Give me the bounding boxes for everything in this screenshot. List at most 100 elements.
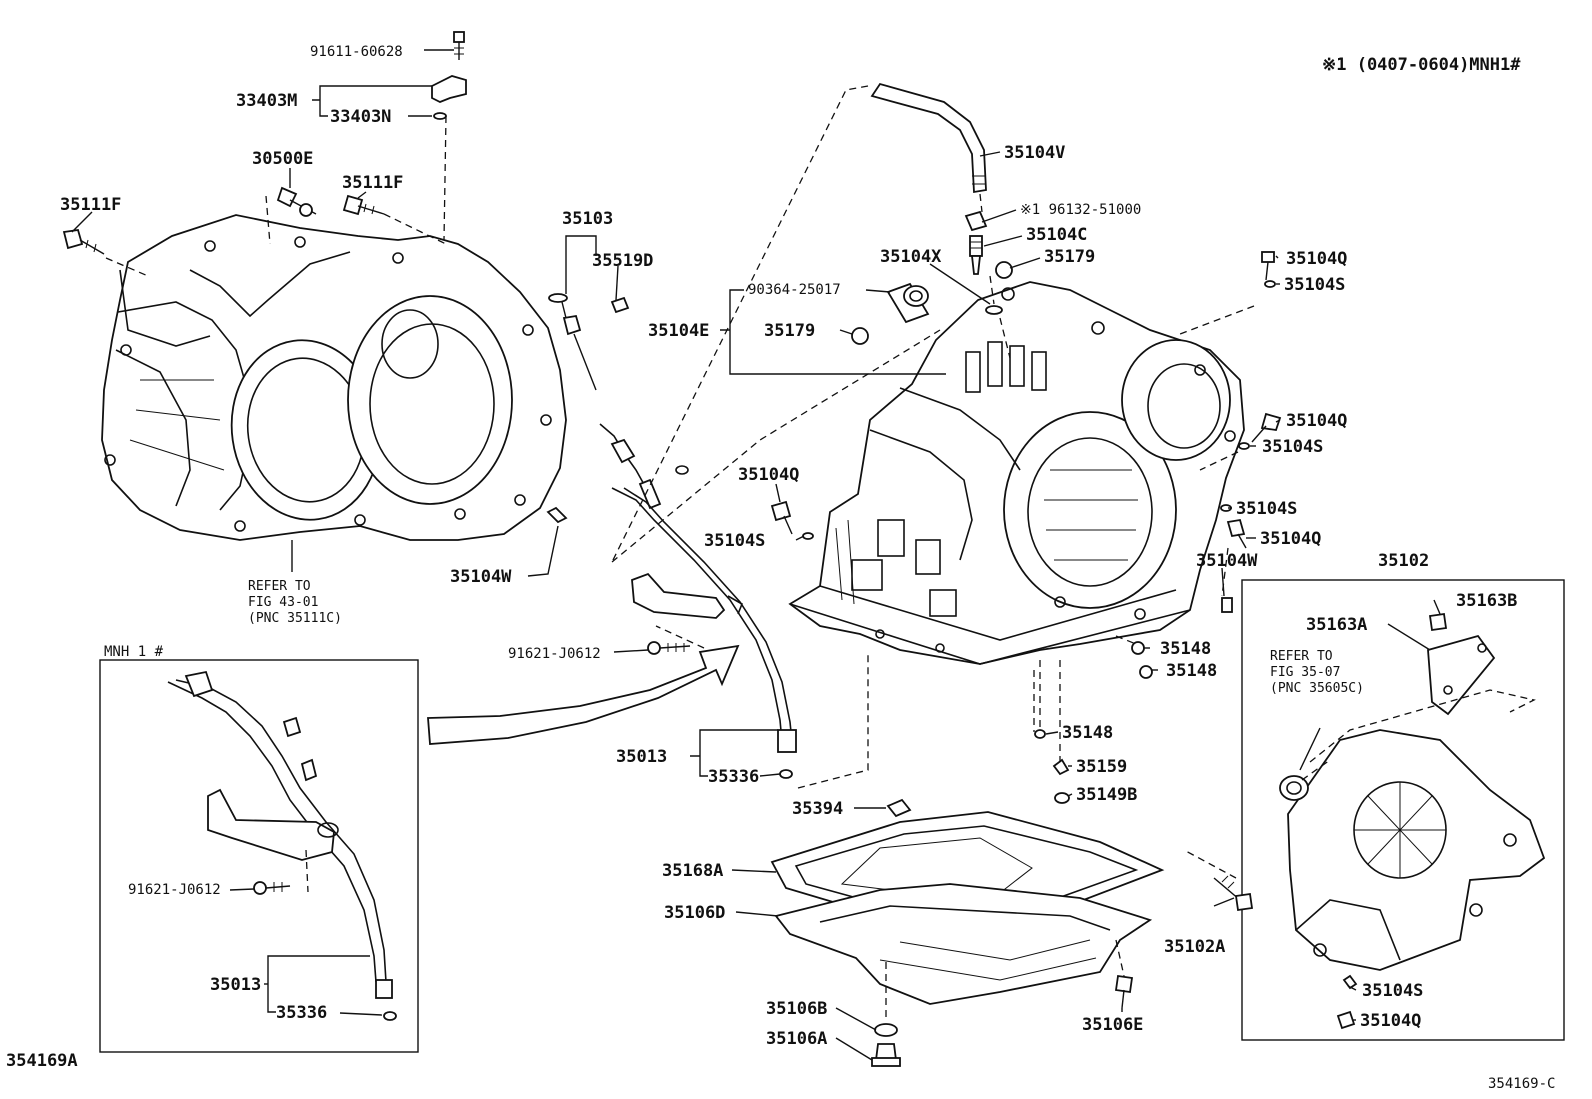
o-ring-35336-icon xyxy=(779,769,793,779)
label-35148-b: 35148 xyxy=(1166,661,1217,681)
plug-35148-a-icon xyxy=(1131,641,1145,655)
label-35103: 35103 xyxy=(562,209,613,229)
plug-35179-upper-icon xyxy=(995,261,1013,279)
inset-label-91621-j0612: 91621-J0612 xyxy=(128,882,221,898)
applicability-note: ※1 (0407-0604)MNH1# xyxy=(1322,55,1521,75)
label-35159: 35159 xyxy=(1076,757,1127,777)
label-35163b: 35163B xyxy=(1456,591,1517,611)
seal-35104s-a-icon xyxy=(1264,280,1276,288)
drawing-code-right: 354169-C xyxy=(1488,1076,1555,1092)
seal-35104s-b-icon xyxy=(1238,442,1250,450)
plug-35148-b-icon xyxy=(1139,665,1153,679)
label-35104s-a: 35104S xyxy=(1284,275,1345,295)
label-35104s-b: 35104S xyxy=(1262,437,1323,457)
transaxle-case xyxy=(788,281,1245,665)
label-35104q-d: 35104Q xyxy=(738,465,799,485)
label-33403n: 33403N xyxy=(330,107,391,127)
drain-plug-35106a-icon xyxy=(871,1043,901,1067)
plug-35148-c-icon xyxy=(1034,729,1046,739)
bushing-90364-25017-icon xyxy=(886,282,930,324)
part-labels: 91611-60628 33403M 33403N 30500E 35111F … xyxy=(60,44,1517,1049)
leader-lines xyxy=(71,49,1441,1061)
inset-refer-line-2: FIG 35-07 xyxy=(1270,665,1340,680)
seal-35104s-d-icon xyxy=(802,532,814,540)
plug-35179-lower-icon xyxy=(851,327,869,345)
callout-arrow-icon xyxy=(427,644,740,745)
refer-left-line-1: REFER TO xyxy=(248,579,311,594)
label-91621-j0612: 91621-J0612 xyxy=(508,646,601,662)
bolt-91621-j0612-icon xyxy=(647,641,691,655)
label-35104s-e: 35104S xyxy=(1362,981,1423,1001)
inset-assembly-label: 35102 xyxy=(1378,551,1429,571)
inset-title: MNH 1 # xyxy=(104,644,164,660)
label-35111f-upper: 35111F xyxy=(342,173,403,193)
label-35104w-right: 35104W xyxy=(1196,551,1258,571)
label-35163a: 35163A xyxy=(1306,615,1367,635)
label-35104x: 35104X xyxy=(880,247,942,267)
label-35104q-c: 35104Q xyxy=(1260,529,1321,549)
inset-label-35336: 35336 xyxy=(276,1003,327,1023)
label-35013: 35013 xyxy=(616,747,667,767)
dowel-pin-35104w-left-icon xyxy=(546,506,568,524)
label-91611-60628: 91611-60628 xyxy=(310,44,403,60)
label-35519d: 35519D xyxy=(592,251,653,271)
label-35104q-b: 35104Q xyxy=(1286,411,1347,431)
label-35102a: 35102A xyxy=(1164,937,1225,957)
drawing-code-left: 354169A xyxy=(6,1051,78,1071)
o-ring-35149b-icon xyxy=(1054,792,1070,804)
magnet-35394-icon xyxy=(886,798,912,818)
label-35179-lower: 35179 xyxy=(764,321,815,341)
bolt-35111f-upper-icon xyxy=(342,194,385,216)
label-35106e: 35106E xyxy=(1082,1015,1143,1035)
bolt-30500e-icon xyxy=(276,186,317,217)
label-35104c: 35104C xyxy=(1026,225,1087,245)
label-35149b: 35149B xyxy=(1076,785,1137,805)
inset-label-35013: 35013 xyxy=(210,975,261,995)
label-35104q-a: 35104Q xyxy=(1286,249,1347,269)
inset-mnh1: MNH 1 # 91621-J0612 35013 35336 xyxy=(99,644,419,1053)
inset-35102: 35102 REFER TO FIG 35-07 (PNC 35605C) xyxy=(1241,551,1565,1041)
breather-hose-35104v-icon xyxy=(870,82,987,194)
label-35394: 35394 xyxy=(792,799,843,819)
bolt-35104q-d-icon xyxy=(770,500,793,535)
refer-left-line-2: FIG 43-01 xyxy=(248,595,318,610)
bolt-91611-60628-icon xyxy=(453,31,465,60)
converter-housing xyxy=(101,214,567,541)
bolt-35111f-left-icon xyxy=(62,228,105,255)
plug-35519d-icon xyxy=(610,296,630,314)
label-96132-51000: ※1 96132-51000 xyxy=(1020,202,1141,218)
label-35336: 35336 xyxy=(708,767,759,787)
assembly-guide-lines xyxy=(105,85,1255,1022)
inset-refer-line-3: (PNC 35605C) xyxy=(1270,681,1364,696)
dowel-pin-35104w-right-icon xyxy=(1221,597,1233,613)
label-35104v: 35104V xyxy=(1004,143,1065,163)
gasket-35104x-icon xyxy=(985,305,1003,315)
label-35106d: 35106D xyxy=(664,903,725,923)
oil-pan-35106d xyxy=(774,883,1153,1005)
label-35111f-left: 35111F xyxy=(60,195,121,215)
label-30500e: 30500E xyxy=(252,149,313,169)
label-35148-a: 35148 xyxy=(1160,639,1211,659)
label-35104e: 35104E xyxy=(648,321,709,341)
oil-level-gauge xyxy=(548,293,797,753)
label-33403m: 33403M xyxy=(236,91,297,111)
label-35104w-left: 35104W xyxy=(450,567,512,587)
refer-left-line-3: (PNC 35111C) xyxy=(248,611,342,626)
label-35104s-d: 35104S xyxy=(704,531,765,551)
label-35179-upper: 35179 xyxy=(1044,247,1095,267)
label-35104s-c: 35104S xyxy=(1236,499,1297,519)
speed-sensor-33403n-icon xyxy=(431,75,467,120)
bolt-35104q-a-icon xyxy=(1261,251,1275,281)
breather-plug-96132-51000-icon xyxy=(964,210,988,232)
label-35104q-e: 35104Q xyxy=(1360,1011,1421,1031)
bolt-35106e-icon xyxy=(1114,974,1134,1009)
bolt-35102a-icon xyxy=(1213,875,1254,912)
label-35168a: 35168A xyxy=(662,861,723,881)
inset-refer-line-1: REFER TO xyxy=(1270,649,1333,664)
label-35148-c: 35148 xyxy=(1062,723,1113,743)
label-35106a: 35106A xyxy=(766,1029,827,1049)
label-90364-25017: 90364-25017 xyxy=(748,282,841,298)
bolt-35104q-c-icon xyxy=(1226,518,1247,549)
label-35106b: 35106B xyxy=(766,999,827,1019)
